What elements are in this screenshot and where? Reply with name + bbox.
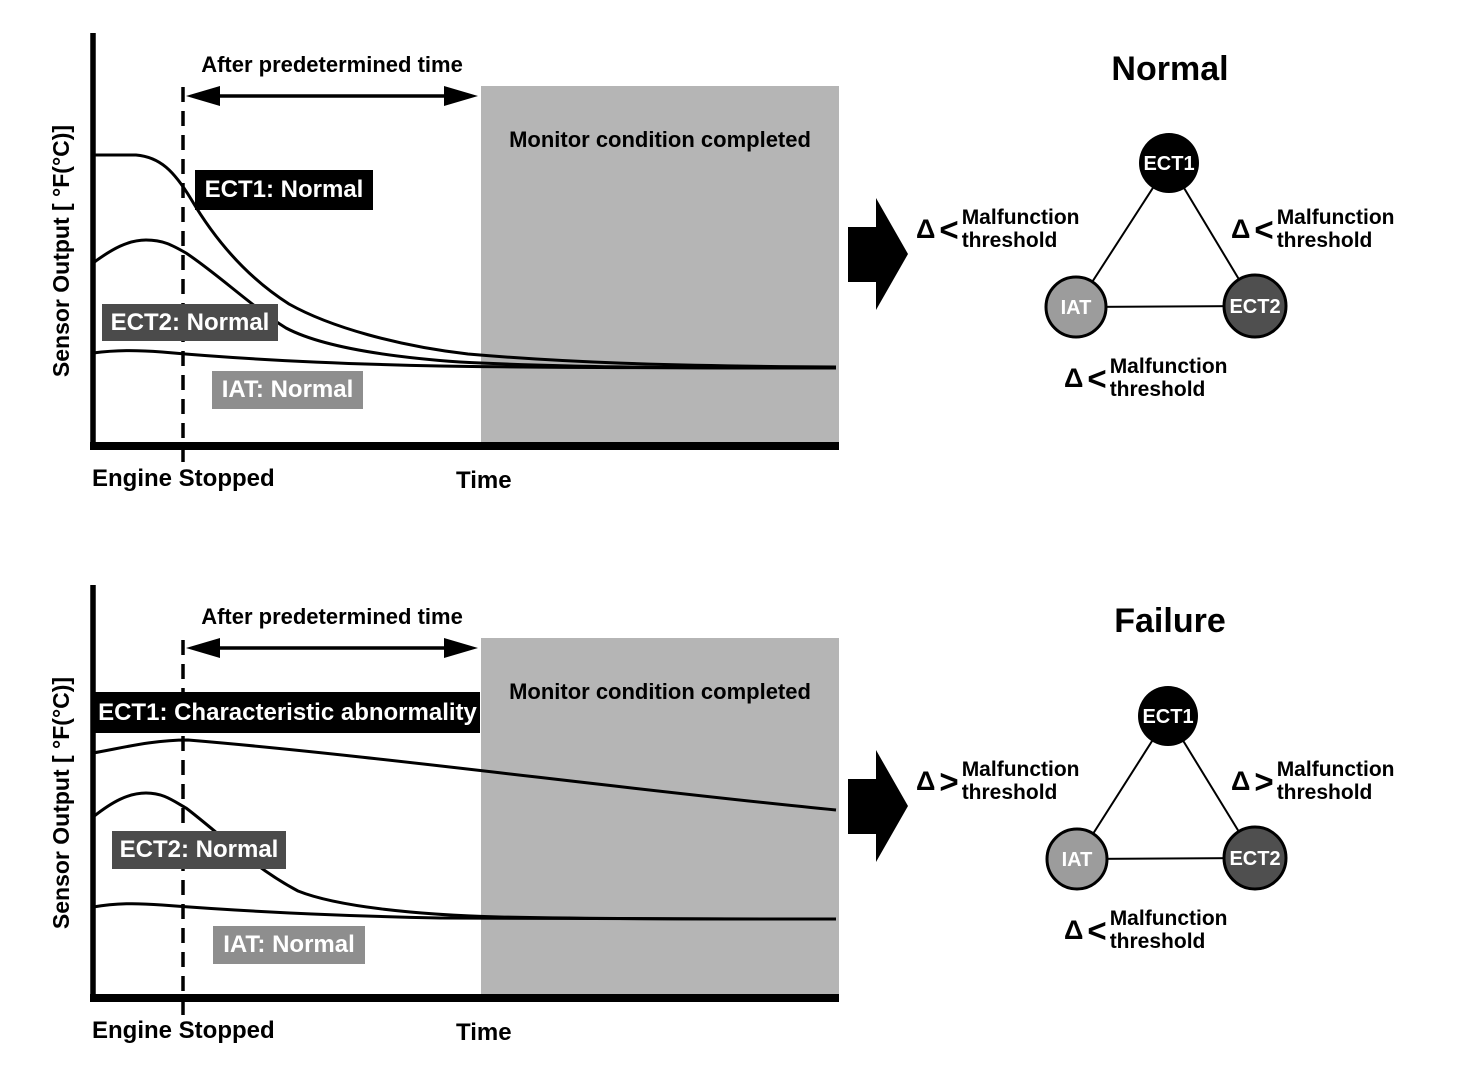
iat-curve-bottom — [92, 902, 837, 921]
comparator-symbol: < — [1254, 210, 1274, 248]
threshold-line1: Malfunction — [961, 206, 1080, 229]
threshold-line2: threshold — [1276, 228, 1373, 252]
comparator-symbol: < — [1087, 359, 1107, 397]
ect2-node-normal — [1222, 273, 1288, 339]
delta-icon: Δ — [1064, 915, 1084, 945]
iat-curve-top — [92, 349, 837, 370]
ect1-series-label-top: ECT1: Normal — [195, 170, 373, 210]
delta-icon: Δ — [916, 766, 936, 796]
monitor-condition-label-bottom: Monitor condition completed — [509, 679, 811, 704]
threshold-line1: Malfunction — [1276, 758, 1395, 781]
threshold-line2: threshold — [1109, 377, 1206, 401]
comparator-symbol: < — [1087, 911, 1107, 949]
threshold-line2: threshold — [1276, 780, 1373, 804]
y-axis-label-top: Sensor Output [ °F(°C)] — [48, 124, 74, 378]
arrowhead-right-top — [444, 86, 478, 106]
iat-series-label-top: IAT: Normal — [212, 371, 363, 409]
threshold-line2: threshold — [961, 780, 1058, 804]
ect1-node-normal — [1139, 133, 1199, 193]
ect1-curve-bottom — [92, 738, 837, 812]
threshold-line1: Malfunction — [961, 758, 1080, 781]
threshold-line1: Malfunction — [1109, 355, 1228, 378]
comparator-symbol: > — [939, 762, 959, 800]
engine-stopped-label-bottom: Engine Stopped — [92, 1017, 275, 1044]
arrowhead-left-bottom — [186, 638, 220, 658]
predetermined-time-label-bottom: After predetermined time — [201, 604, 463, 629]
monitor-condition-label-top: Monitor condition completed — [509, 127, 811, 152]
monitor-region-top — [481, 86, 839, 442]
ect1-node-failure — [1138, 686, 1198, 746]
normal-diagram-title: Normal — [1111, 50, 1229, 88]
ect1-series-label-bottom: ECT1: Characteristic abnormality — [95, 692, 480, 733]
right-block-arrow-icon-top — [848, 198, 908, 310]
delta-icon: Δ — [1064, 363, 1084, 393]
threshold-line2: threshold — [1109, 929, 1206, 953]
iat-node-failure — [1045, 827, 1109, 891]
threshold-line1: Malfunction — [1276, 206, 1395, 229]
predetermined-time-label-top: After predetermined time — [201, 52, 463, 77]
ect1-node-label-failure: ECT1 — [1142, 706, 1193, 728]
ect2-series-label-top: ECT2: Normal — [102, 304, 278, 341]
ect2-series-label-bottom: ECT2: Normal — [112, 831, 286, 869]
ect1-node-label-normal: ECT1 — [1143, 153, 1194, 175]
comparator-symbol: < — [939, 210, 959, 248]
ect2-node-failure — [1222, 825, 1288, 891]
threshold-line1: Malfunction — [1109, 907, 1228, 930]
failure-diagram-title: Failure — [1114, 602, 1226, 640]
threshold-line2: threshold — [961, 228, 1058, 252]
delta-icon: Δ — [1231, 214, 1251, 244]
time-axis-label-top: Time — [456, 467, 512, 494]
delta-icon: Δ — [916, 214, 936, 244]
arrowhead-right-bottom — [444, 638, 478, 658]
iat-series-label-bottom: IAT: Normal — [213, 926, 365, 964]
time-axis-label-bottom: Time — [456, 1019, 512, 1046]
ect2-node-label-normal: ECT2 — [1229, 296, 1280, 318]
engine-stopped-label-top: Engine Stopped — [92, 465, 275, 492]
iat-node-label-failure: IAT — [1062, 849, 1093, 871]
monitor-region-bottom — [481, 638, 839, 996]
y-axis-label-bottom: Sensor Output [ °F(°C)] — [48, 676, 74, 930]
delta-icon: Δ — [1231, 766, 1251, 796]
ect1-curve-top — [93, 153, 837, 369]
iat-node-label-normal: IAT — [1061, 297, 1092, 319]
ect2-node-label-failure: ECT2 — [1229, 848, 1280, 870]
iat-node-normal — [1044, 275, 1108, 339]
comparator-symbol: > — [1254, 762, 1274, 800]
arrowhead-left-top — [186, 86, 220, 106]
right-block-arrow-icon-bottom — [848, 750, 908, 862]
